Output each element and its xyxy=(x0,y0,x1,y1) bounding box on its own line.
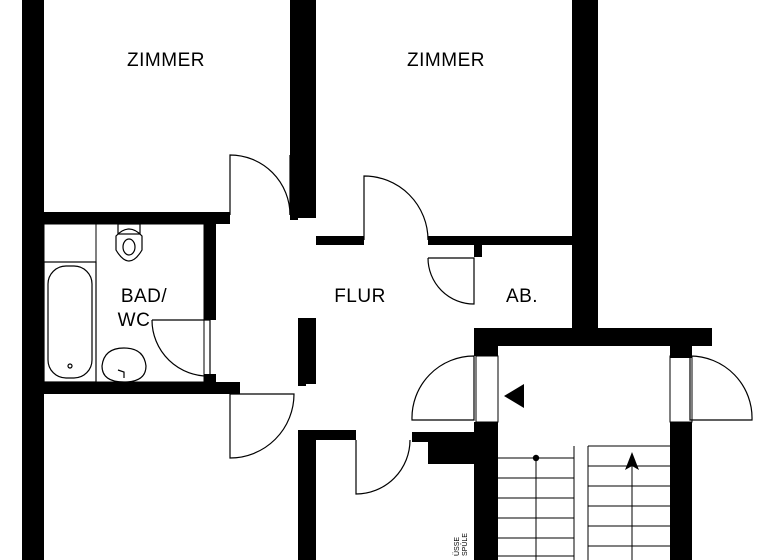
wall-zimmer-right xyxy=(572,0,598,335)
label-abstell: AB. xyxy=(506,286,538,307)
door-lower-left xyxy=(229,393,295,459)
toilet-icon xyxy=(115,223,143,262)
wall-middle-stub xyxy=(290,210,298,220)
outer-wall-left xyxy=(22,0,44,560)
opening-stair-left xyxy=(475,355,499,423)
wall-lower-middle xyxy=(298,430,316,560)
wall-bath-right-lower xyxy=(204,374,216,384)
wall-stair-left-lower xyxy=(474,422,498,560)
door-entrance xyxy=(411,355,475,421)
label-zimmer-left: ZIMMER xyxy=(127,50,205,71)
label-flur: FLUR xyxy=(334,286,386,307)
wall-flur-bottom xyxy=(316,430,356,440)
annotation-side-1: ÜSSE xyxy=(453,537,461,556)
wall-stair-right xyxy=(670,346,692,358)
entrance-arrow-icon xyxy=(504,384,524,408)
wall-bath-right xyxy=(204,224,216,320)
wall-lower-middle-top xyxy=(298,376,306,386)
annotation-side-2: SPÜLE xyxy=(461,533,469,556)
door-zimmer-left xyxy=(229,154,291,216)
sink-icon xyxy=(101,347,147,383)
bathtub-icon xyxy=(43,261,97,383)
wall-stair-right-lower xyxy=(670,422,692,560)
wall-flur-top xyxy=(316,236,364,245)
walls xyxy=(22,0,712,560)
wall-lower-left-top xyxy=(230,382,240,394)
label-bad: BAD/ xyxy=(121,286,168,307)
wall-zimmer-divider-upper xyxy=(290,0,316,218)
stair-start-dot xyxy=(532,454,540,462)
label-zimmer-right: ZIMMER xyxy=(407,50,485,71)
wall-flur-top-right xyxy=(428,236,572,245)
wall-abstell-bottom xyxy=(474,328,712,346)
door-zimmer-right xyxy=(363,175,429,241)
staircase xyxy=(498,445,670,560)
door-bad xyxy=(151,319,211,377)
chimney-block xyxy=(428,432,474,464)
wall-middle-lower xyxy=(298,318,316,384)
stair-up-arrow-icon xyxy=(625,452,639,470)
label-wc: WC xyxy=(118,310,151,331)
wall-bath-top xyxy=(44,212,230,224)
wall-stair-right-top xyxy=(690,328,712,346)
opening-stair-right xyxy=(669,355,693,423)
door-abstell xyxy=(427,257,475,305)
wall-stair-shaft xyxy=(412,432,428,442)
door-stair-right xyxy=(689,355,753,421)
doors xyxy=(151,154,753,495)
wall-abstell-left xyxy=(474,245,482,257)
wall-stair-left xyxy=(474,346,498,356)
wall-bath-bottom xyxy=(44,382,230,394)
door-lower-middle xyxy=(355,439,411,495)
